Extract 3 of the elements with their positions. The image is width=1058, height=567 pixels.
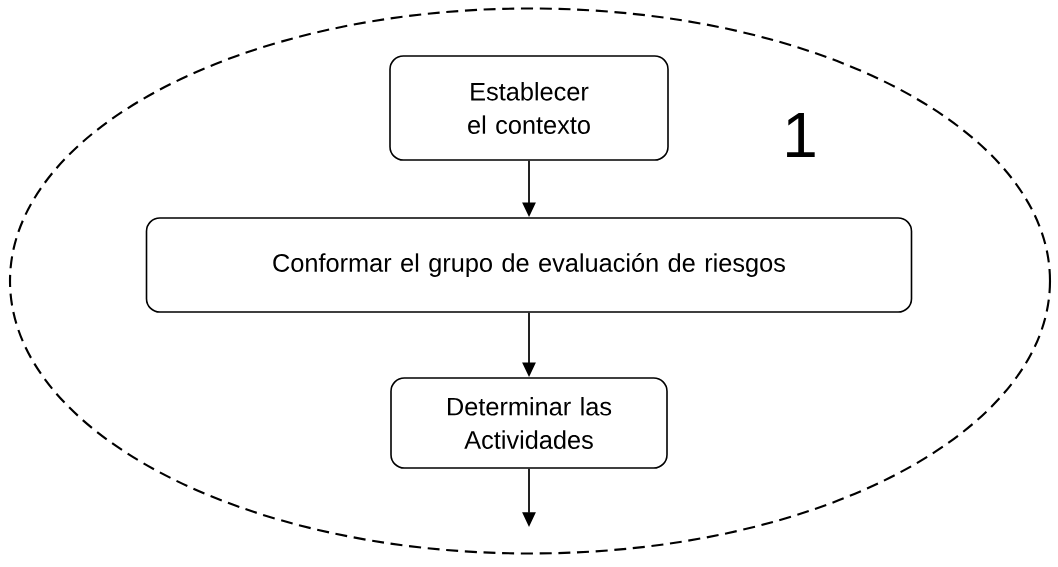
process-box: Determinar las Actividades — [390, 377, 668, 469]
process-box: Establecer el contexto — [389, 55, 669, 161]
process-box: Conformar el grupo de evaluación de riesgos — [145, 217, 913, 313]
